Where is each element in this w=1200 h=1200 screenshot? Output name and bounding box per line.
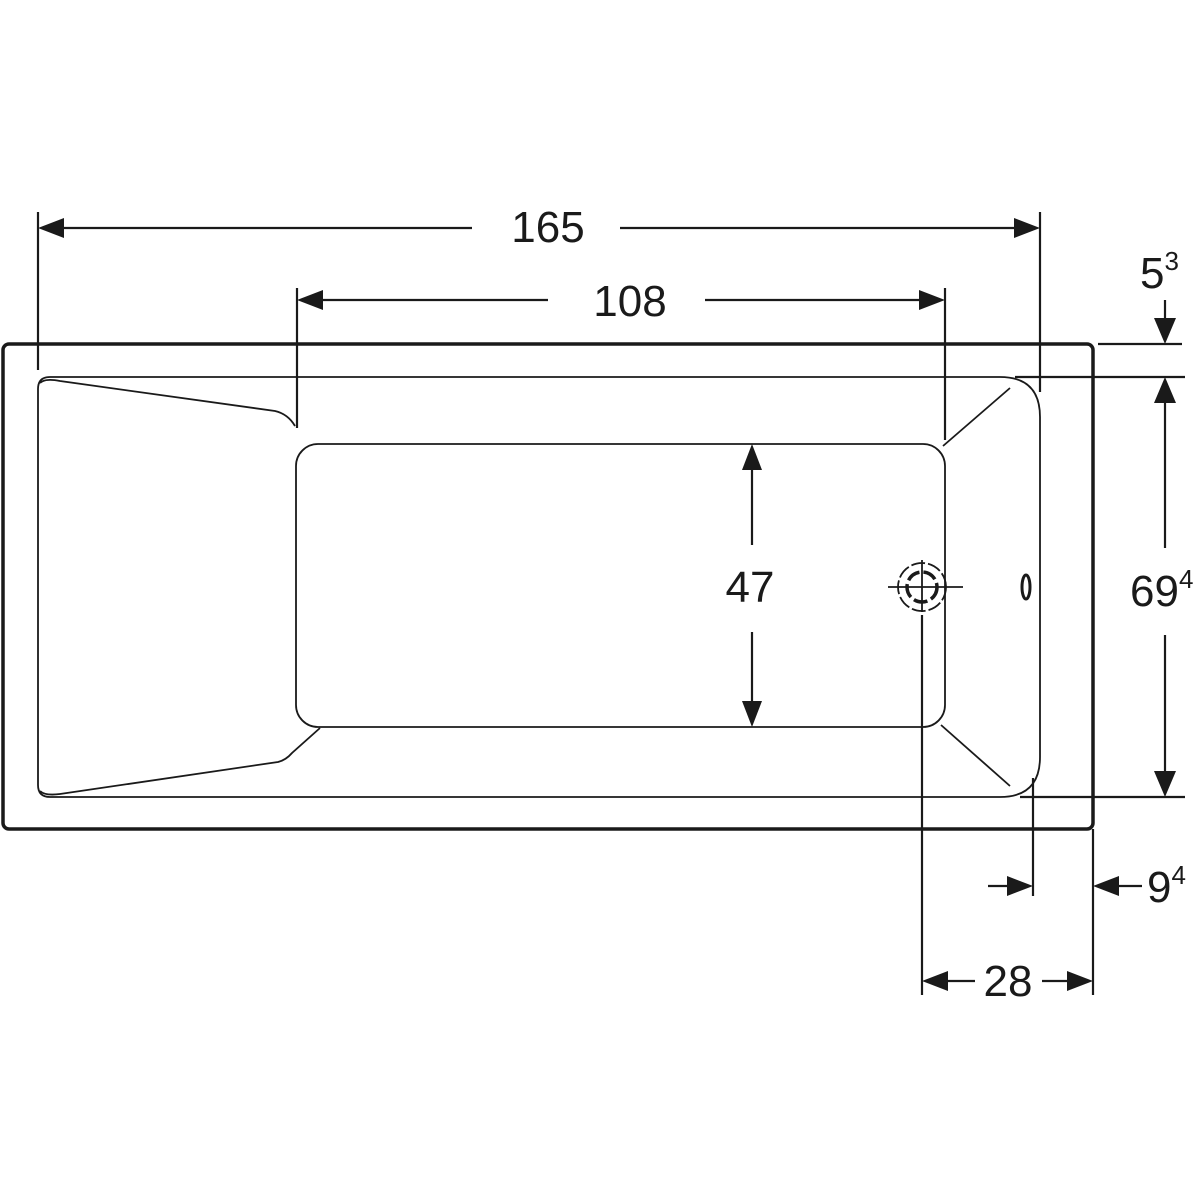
dimension-basin-length: 108 <box>297 277 945 326</box>
label-47: 47 <box>726 563 775 612</box>
label-9-4: 94 <box>1147 860 1186 912</box>
basin-bottom <box>295 443 946 728</box>
dimension-drain-offset: 28 <box>922 957 1093 1006</box>
headrest-bottom-contour <box>39 727 321 796</box>
foot-end-diagonal-bottom <box>940 724 1011 787</box>
dimension-rim-top: 53 <box>1140 246 1179 344</box>
label-108: 108 <box>593 277 666 326</box>
foot-end-diagonal-top <box>942 387 1011 447</box>
dimension-inner-width: 694 <box>1130 377 1193 797</box>
tub-outer-rim <box>1 342 1095 831</box>
headrest-top-contour <box>39 378 296 427</box>
label-165: 165 <box>511 203 584 252</box>
drain-icon <box>888 560 963 612</box>
tub-inner-outline <box>37 376 1041 798</box>
dimension-rim-end: 94 <box>988 860 1186 912</box>
dimension-overall-length: 165 <box>38 203 1040 252</box>
label-28: 28 <box>984 957 1033 1006</box>
overflow-icon <box>1020 573 1032 601</box>
label-5-3: 53 <box>1140 246 1179 298</box>
label-69-4: 694 <box>1130 564 1193 616</box>
dimension-basin-width: 47 <box>726 444 775 727</box>
extension-lines <box>36 212 1185 995</box>
